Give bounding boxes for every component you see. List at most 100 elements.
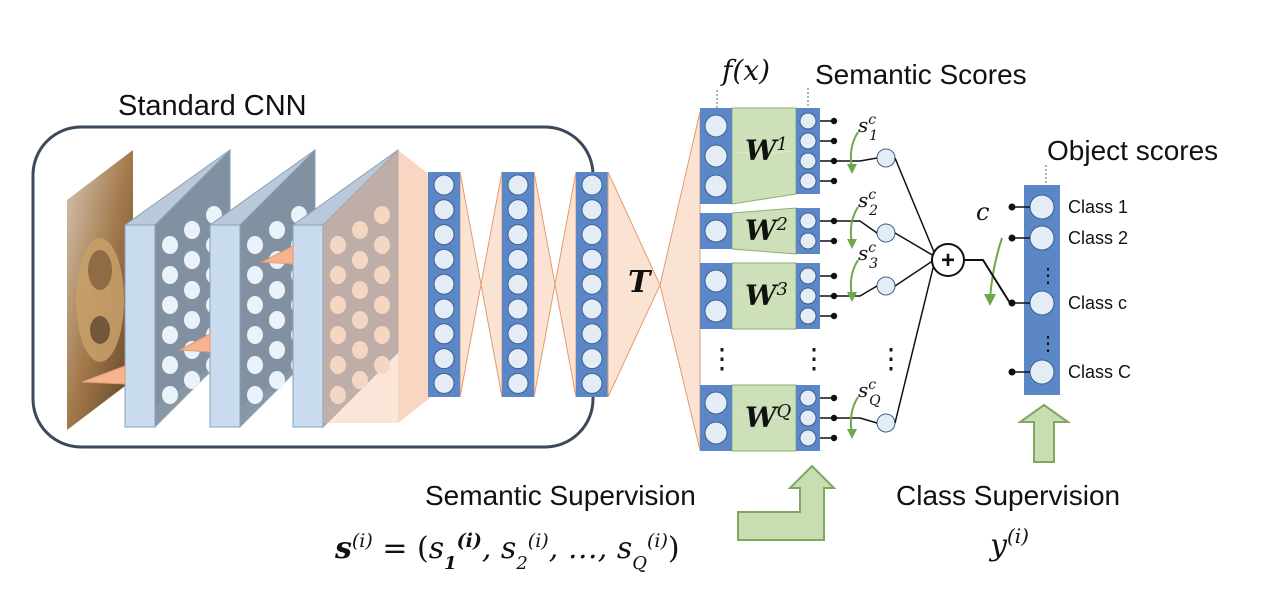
fc-neuron (581, 199, 603, 221)
t-proj-left (607, 171, 661, 398)
conv-neuron (374, 266, 390, 284)
fx-neuron (704, 299, 728, 323)
score-output-dot (830, 394, 838, 402)
conv-neuron (184, 311, 200, 329)
conv-neuron (269, 221, 285, 239)
conv-neuron (352, 311, 368, 329)
score-to-sum (894, 232, 935, 257)
fc-layer-1 (428, 172, 460, 397)
fx-neuron (704, 144, 728, 168)
conv-neuron (247, 266, 263, 284)
semantic-supervision-arrow (737, 464, 837, 541)
conv-neuron (269, 311, 285, 329)
class-label-y: y(i) (988, 524, 1029, 563)
fc-neuron (581, 174, 603, 196)
standard-cnn-label: Standard CNN (118, 90, 307, 122)
fx-label: f(x) (720, 54, 770, 87)
score-to-sum (894, 157, 935, 253)
class-neuron-4 (1029, 359, 1055, 385)
fc-neuron (433, 323, 455, 345)
t-label: T (628, 265, 653, 300)
fc-neuron (433, 298, 455, 320)
fc-neuron (581, 273, 603, 295)
semantic-score-circle (876, 413, 896, 433)
conv-neuron (374, 326, 390, 344)
fx-neuron (704, 421, 728, 445)
w-label-2: W2 (745, 214, 788, 248)
t-projection (607, 111, 701, 451)
score-neuron (799, 267, 817, 285)
score-neuron (799, 409, 817, 427)
conv-neuron (184, 221, 200, 239)
fc-neuron (507, 348, 529, 370)
semantic-vector-formula: s(i) = (s1(i), s2(i), …, sQ(i)) (334, 530, 680, 574)
receptive-field-2 (178, 333, 211, 353)
score-neuron (799, 287, 817, 305)
conv-neuron (162, 266, 178, 284)
conv-neuron (184, 281, 200, 299)
conv-neuron (352, 281, 368, 299)
score-neuron (799, 307, 817, 325)
fc-neuron (507, 273, 529, 295)
score-output-dot (830, 434, 838, 442)
conv-layer-1 (124, 148, 231, 429)
t-proj-right (659, 111, 701, 451)
conv-neuron (247, 386, 263, 404)
fx-neuron (704, 114, 728, 138)
fc-neuron (507, 372, 529, 394)
fc-neuron (433, 224, 455, 246)
conv-to-fc-projection (398, 150, 430, 423)
class-label-4: Class C (1068, 362, 1131, 382)
score-output-dot (830, 117, 838, 125)
conv-neuron (374, 206, 390, 224)
fc-neuron (581, 248, 603, 270)
semantic-scores-label: Semantic Scores (815, 59, 1027, 90)
fc-link (480, 171, 503, 398)
fc-neuron (507, 224, 529, 246)
score-neuron (799, 429, 817, 447)
fc-neuron (507, 298, 529, 320)
conv-neuron (269, 281, 285, 299)
conv-layer-3 (292, 148, 399, 429)
score-output-dot (830, 177, 838, 185)
conv-neuron (330, 296, 346, 314)
conv-neuron (374, 296, 390, 314)
score-neuron (799, 172, 817, 190)
fx-neuron (704, 174, 728, 198)
conv-neuron (162, 326, 178, 344)
conv-neuron (352, 371, 368, 389)
class-neuron-3 (1029, 290, 1055, 316)
y-symbol: y (988, 528, 1008, 563)
class-label-1: Class 1 (1068, 197, 1128, 217)
conv-neuron (247, 236, 263, 254)
conv-neuron (330, 266, 346, 284)
conv-neuron (162, 386, 178, 404)
class-input-dot (1008, 299, 1016, 307)
class-input-dot (1008, 234, 1016, 242)
fc-neuron (433, 348, 455, 370)
fc-neuron (433, 199, 455, 221)
conv-neuron (352, 221, 368, 239)
input-image (67, 150, 133, 430)
conv-neuron (184, 371, 200, 389)
class-neuron-2 (1029, 225, 1055, 251)
score-output-dot (830, 237, 838, 245)
ellipsis-fx: ⋮ (708, 343, 736, 374)
fc-layers (428, 172, 608, 397)
class-label-3: Class c (1068, 293, 1127, 313)
semantic-score-circle (876, 276, 896, 296)
receptive-field-1 (81, 365, 126, 385)
ellipsis-score-circles: ⋮ (877, 343, 905, 374)
fc-neuron (581, 298, 603, 320)
class-input-dot (1008, 203, 1016, 211)
fx-neuron (704, 219, 728, 243)
fx-neuron (704, 391, 728, 415)
